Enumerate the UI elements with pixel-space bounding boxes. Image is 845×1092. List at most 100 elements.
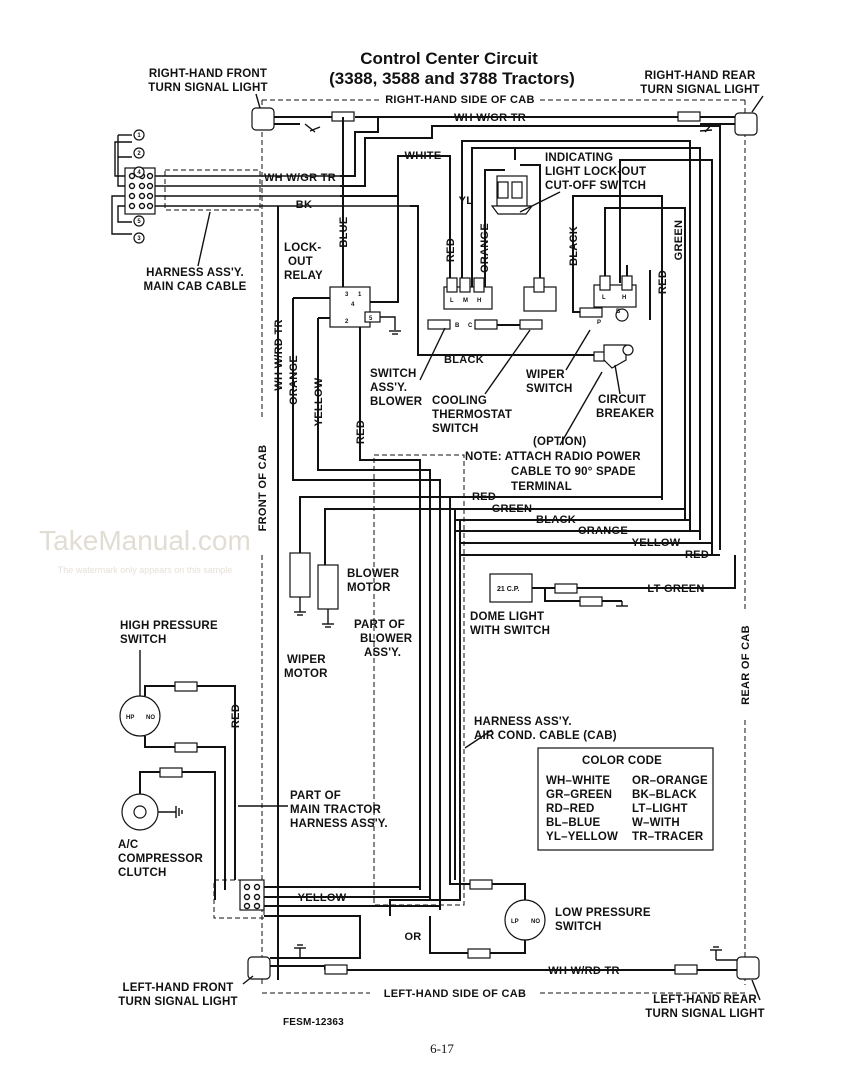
wire-label-yellow-2: YELLOW <box>298 892 347 904</box>
part-main-label-3: HARNESS ASS'Y. <box>290 818 388 830</box>
wiper-switch <box>579 275 637 322</box>
dome-label-1: DOME LIGHT <box>470 611 544 623</box>
cooling-label-3: SWITCH <box>432 423 479 435</box>
connector-rh-rear <box>677 111 701 122</box>
part-blower-label-1: PART OF <box>354 619 405 631</box>
dome-light-cp: 21 C.P. <box>497 586 519 593</box>
relay-terminal-1: 1 <box>358 292 362 298</box>
watermark-text: TakeManual.com <box>39 525 251 556</box>
compressor-label-3: CLUTCH <box>118 867 166 879</box>
connector-number-circles: 1 2 4 5 3 <box>133 129 145 244</box>
bus-label-red: RED <box>472 491 496 503</box>
wire-label-black-1: BLACK <box>568 226 580 266</box>
wire-label-bk: BK <box>296 199 313 211</box>
wire-label-blue: BLUE <box>338 216 350 247</box>
dome-label-2: WITH SWITCH <box>470 625 550 637</box>
lh-rear-light-label-2: TURN SIGNAL LIGHT <box>645 1008 764 1020</box>
lh-rear-light <box>736 956 760 980</box>
connector-number-5: 5 <box>137 219 141 225</box>
switch-blower-label-3: BLOWER <box>370 396 423 408</box>
relay-terminal-5: 5 <box>369 316 373 322</box>
top-wires <box>274 116 735 125</box>
dome-wires <box>532 583 705 607</box>
bus-label-green: GREEN <box>492 503 533 515</box>
color-code-cell: OR–ORANGE <box>632 775 708 787</box>
connector-number-4: 4 <box>137 170 141 176</box>
color-code-cell: LT–LIGHT <box>632 803 688 815</box>
wiper-motor-label-1: WIPER <box>287 654 326 666</box>
compressor-wires <box>139 767 216 900</box>
part-blower-label-2: BLOWER <box>360 633 413 645</box>
cab-outline <box>261 99 746 994</box>
low-pressure-switch <box>504 899 546 941</box>
indicating-light-switch <box>490 175 561 215</box>
blower-motor-label-1: BLOWER <box>347 568 400 580</box>
terminal-h-wiper: H <box>622 295 626 301</box>
lock-out-relay <box>329 286 371 328</box>
page-number: 6-17 <box>430 1041 454 1056</box>
terminal-h-blower: H <box>477 298 481 304</box>
terminal-b: B <box>455 323 460 329</box>
indicating-label-1: INDICATING <box>545 152 613 164</box>
rh-front-light-label-1: RIGHT-HAND FRONT <box>149 68 267 80</box>
compressor-label-1: A/C <box>118 839 138 851</box>
wire-label-wh-rd-tr-bottom: WH W/RD TR <box>548 965 619 977</box>
figure-id: FESM-12363 <box>283 1017 344 1028</box>
terminal-b-wiper: B <box>616 309 621 315</box>
relay-terminal-2: 2 <box>345 319 349 325</box>
left-side-of-cab-label: LEFT-HAND SIDE OF CAB <box>384 988 527 1000</box>
wire-label-red-2: RED <box>657 270 669 294</box>
wire-label-wh-rd-tr: WH W/RD TR <box>273 319 285 390</box>
wiper-motor <box>289 552 311 598</box>
color-code-cell: BL–BLUE <box>546 817 601 829</box>
front-of-cab-label: FRONT OF CAB <box>257 445 269 532</box>
harness-dashed-box <box>164 169 261 211</box>
terminal-p: P <box>597 320 601 326</box>
bottom-ground-symbols <box>294 944 737 961</box>
part-main-label-2: MAIN TRACTOR <box>290 804 381 816</box>
relay-terminal-3: 3 <box>345 292 349 298</box>
color-code-cell: RD–RED <box>546 803 595 815</box>
part-blower-label-3: ASS'Y. <box>364 647 401 659</box>
bus-label-orange: ORANGE <box>578 525 628 537</box>
color-code-rows: WH–WHITE OR–ORANGE GR–GREEN BK–BLACK RD–… <box>546 775 708 843</box>
wire-label-red-1: RED <box>445 238 457 262</box>
wiper-switch-label-1: WIPER <box>526 369 565 381</box>
hp-wires <box>144 681 236 890</box>
rh-front-light-label-2: TURN SIGNAL LIGHT <box>148 82 267 94</box>
switch-blower-label-2: ASS'Y. <box>370 382 407 394</box>
upper-wires <box>340 117 721 555</box>
ac-harness-label-1: HARNESS ASS'Y. <box>474 716 572 728</box>
bottom-wires <box>264 879 737 975</box>
color-code-cell: GR–GREEN <box>546 789 612 801</box>
rear-of-cab-label: REAR OF CAB <box>740 625 752 705</box>
switch-blower-label-1: SWITCH <box>370 368 417 380</box>
wire-label-wh-gr-tr-top: WH W/GR TR <box>454 112 526 124</box>
color-code-cell: WH–WHITE <box>546 775 610 787</box>
terminal-l-wiper: L <box>602 295 606 301</box>
hp-switch-label-1: HIGH PRESSURE <box>120 620 218 632</box>
rh-front-light <box>251 107 275 131</box>
cooling-label-2: THERMOSTAT <box>432 409 512 421</box>
note-label-1: (OPTION) <box>533 436 586 448</box>
wire-label-yl: YL <box>459 195 474 207</box>
thermostat-connector <box>519 319 543 330</box>
relay-terminal-4: 4 <box>351 302 355 308</box>
cooling-label-1: COOLING <box>432 395 487 407</box>
connector-number-2: 2 <box>137 151 141 157</box>
lp-right: NO <box>531 919 540 925</box>
color-code-cell: TR–TRACER <box>632 831 704 843</box>
bottom-connector-block <box>239 879 265 911</box>
wire-label-red-3: RED <box>355 420 367 444</box>
bus-label-yellow: YELLOW <box>632 537 681 549</box>
right-side-of-cab-label: RIGHT-HAND SIDE OF CAB <box>385 94 535 106</box>
lh-rear-light-label-1: LEFT-HAND REAR <box>653 994 757 1006</box>
indicating-label-3: CUT-OFF SWITCH <box>545 180 646 192</box>
blower-switch <box>427 277 520 330</box>
rh-rear-light-label-1: RIGHT-HAND REAR <box>645 70 756 82</box>
breaker-label-2: BREAKER <box>596 408 655 420</box>
bus-label-red-2: RED <box>685 549 709 561</box>
indicating-label-2: LIGHT LOCK-OUT <box>545 166 646 178</box>
color-code-cell: BK–BLACK <box>632 789 697 801</box>
